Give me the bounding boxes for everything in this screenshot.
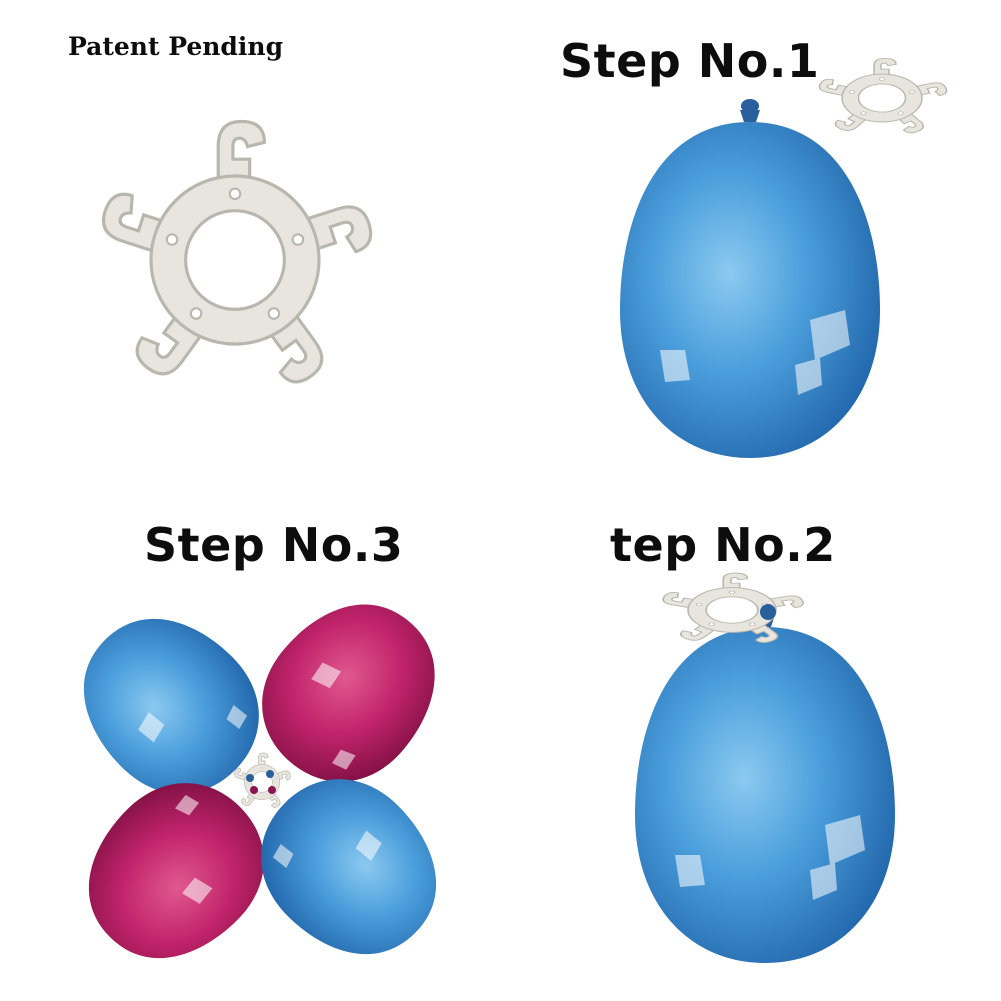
patent-pending-label: Patent Pending xyxy=(68,32,284,61)
blue-balloon-icon xyxy=(635,604,895,963)
step-1-title: Step No.1 xyxy=(560,34,820,88)
balloon-clip-icon xyxy=(816,57,950,136)
step-3-title: Step No.3 xyxy=(144,518,404,572)
balloon-clip-icon xyxy=(96,119,378,391)
step-2-title: tep No.2 xyxy=(610,518,836,572)
blue-balloon-icon xyxy=(620,99,880,458)
